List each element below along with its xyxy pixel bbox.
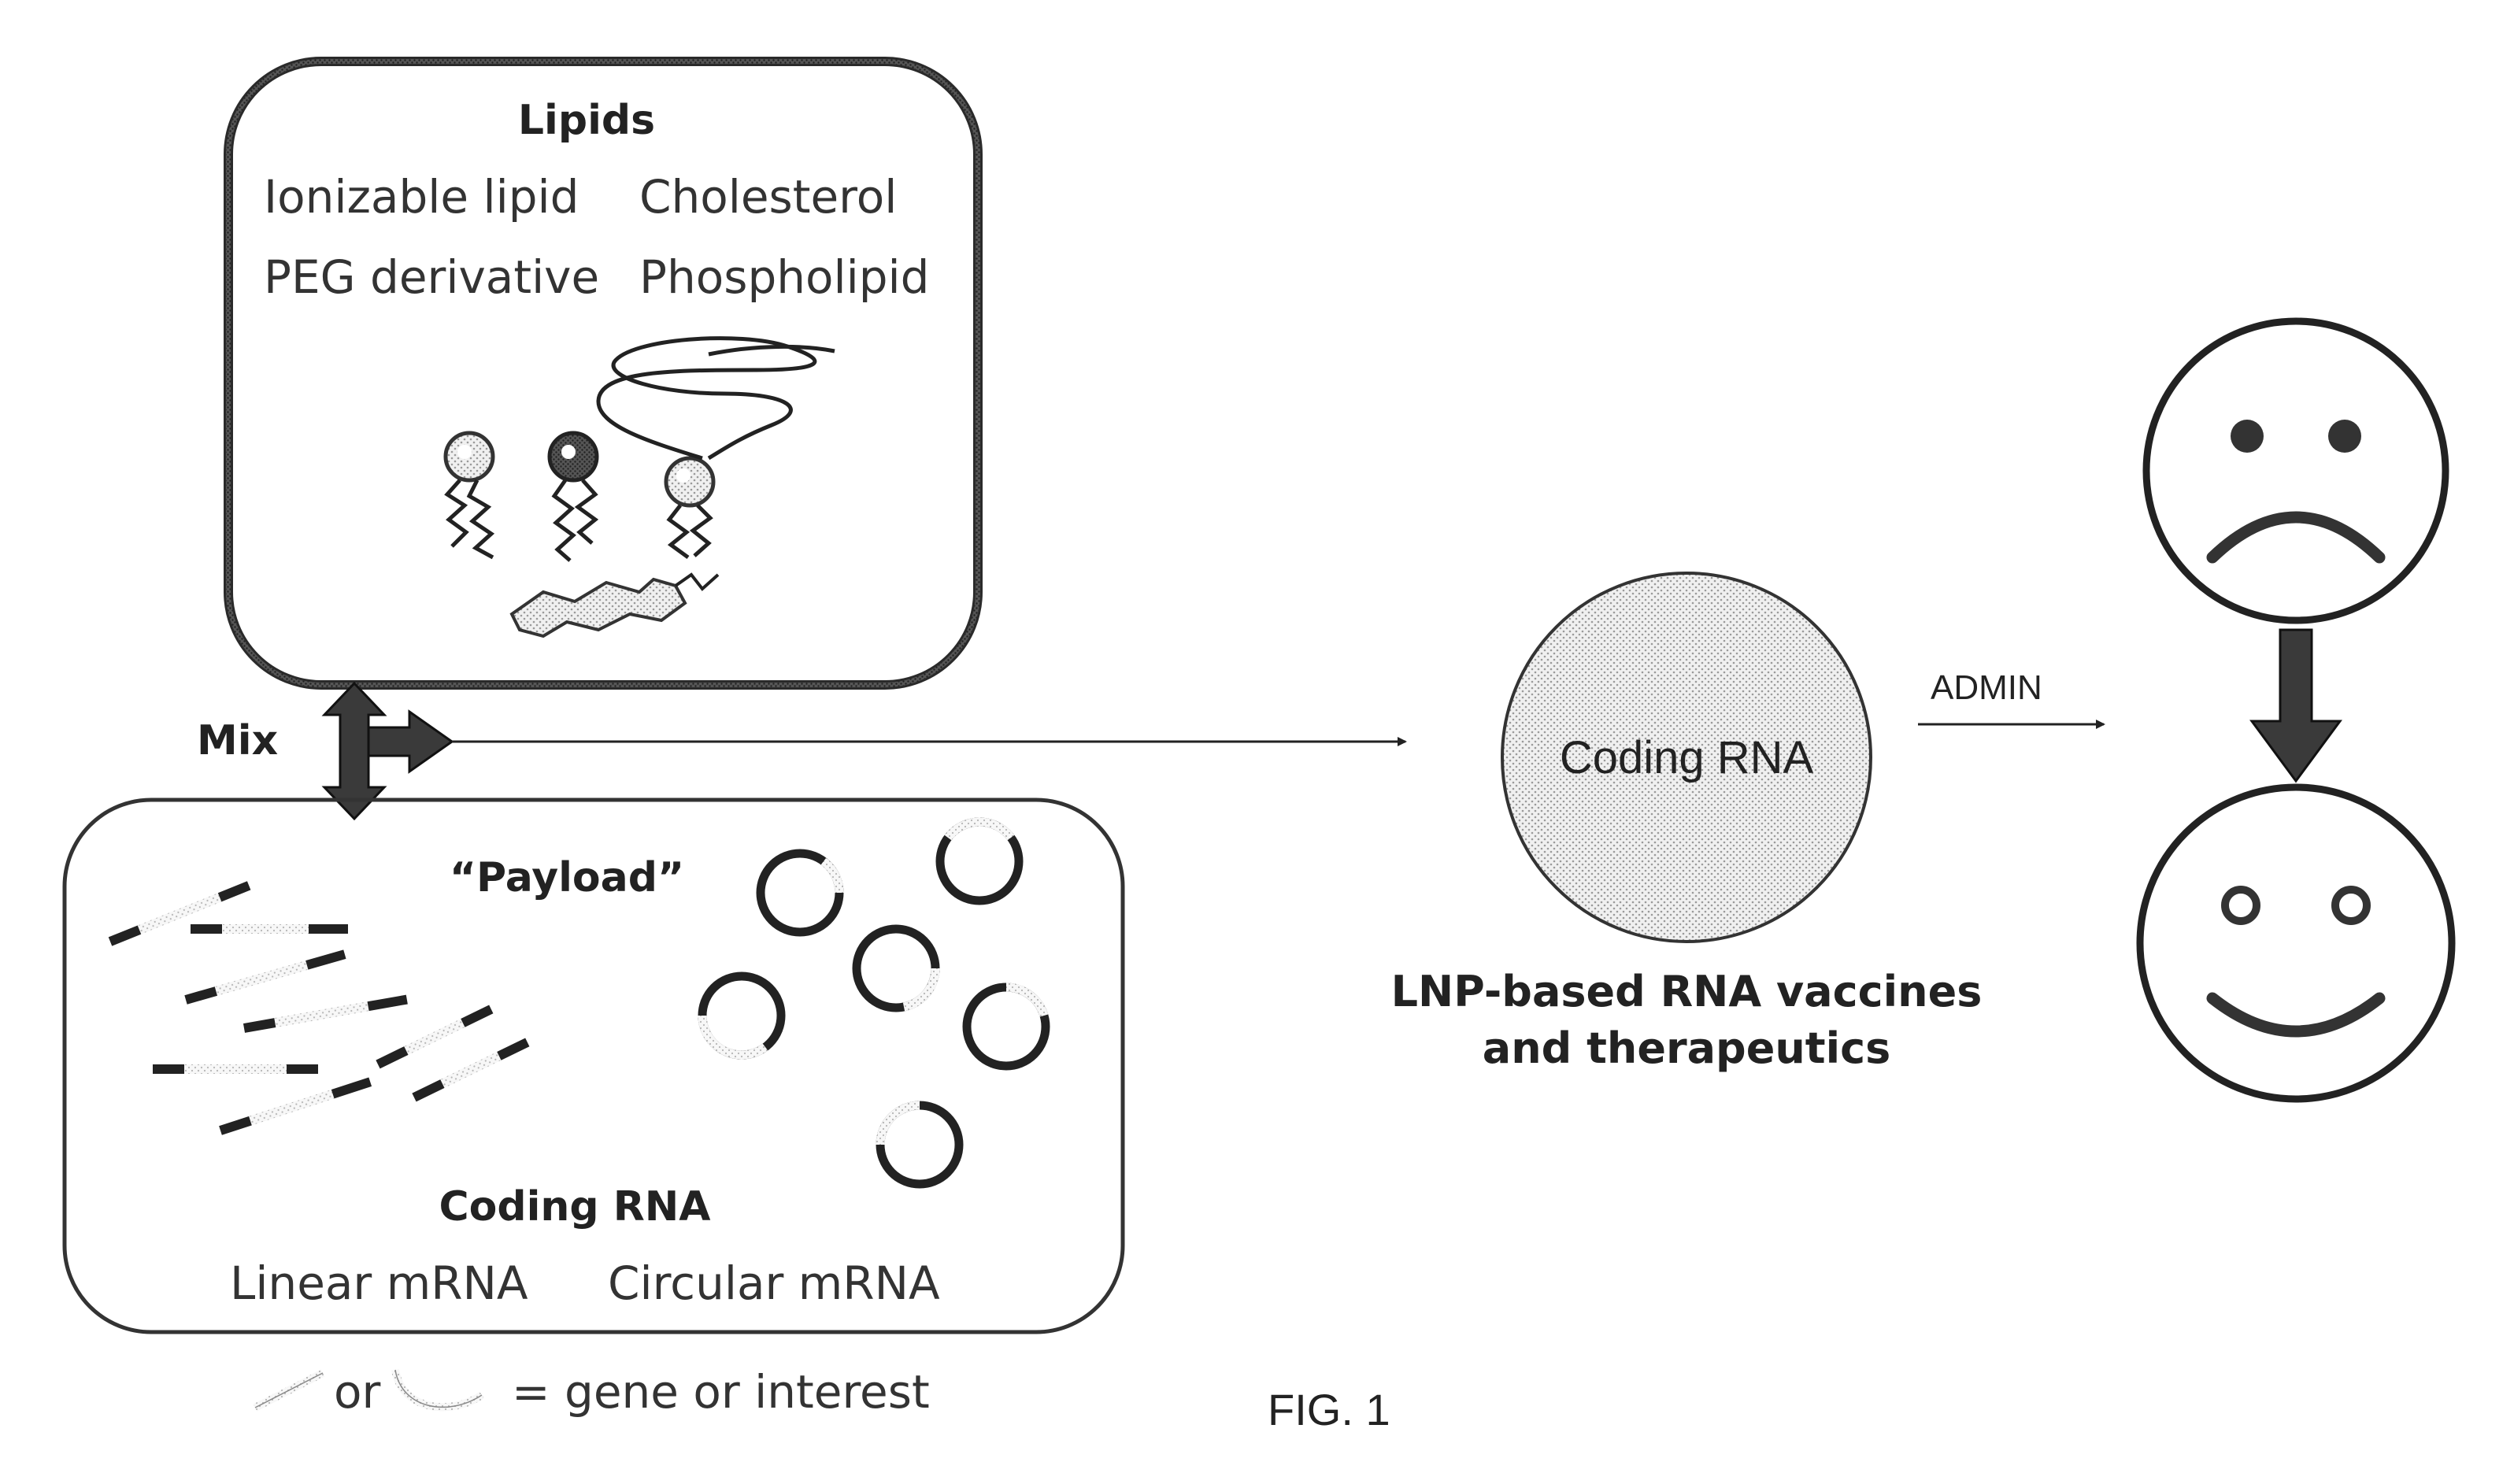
lipid-peg-label: PEG derivative — [264, 250, 599, 304]
linear-mrna-label: Linear mRNA — [230, 1256, 528, 1310]
payload-subtitle: Coding RNA — [439, 1183, 710, 1230]
lnp-caption-line2: and therapeutics — [1483, 1023, 1890, 1073]
lnp-particle: Coding RNA LNP-based RNA vaccines and th… — [1391, 573, 1983, 1073]
lipids-title: Lipids — [518, 97, 655, 144]
legend: or = gene or interest — [255, 1365, 930, 1419]
linear-mrna-strands — [110, 886, 528, 1131]
lipid-ionizable-label: Ionizable lipid — [264, 170, 579, 224]
admin-arrow-group: ADMIN — [1918, 668, 2104, 724]
sad-face-icon — [2146, 321, 2446, 620]
ring-5 — [967, 987, 1046, 1066]
mix-right-arrow — [368, 712, 452, 772]
ring-6 — [880, 1105, 959, 1184]
improvement-down-arrow — [2252, 630, 2340, 781]
payload-title: “Payload” — [450, 854, 684, 901]
lnp-circle-label: Coding RNA — [1560, 732, 1814, 783]
admin-label: ADMIN — [1931, 668, 2042, 707]
legend-meaning: = gene or interest — [512, 1365, 930, 1419]
ring-2 — [940, 822, 1019, 901]
mix-label: Mix — [197, 717, 278, 764]
figure-label: FIG. 1 — [1268, 1385, 1390, 1434]
lipids-box: Lipids Ionizable lipid Cholesterol PEG d… — [228, 61, 978, 685]
happy-face-icon — [2140, 787, 2452, 1099]
ring-1 — [761, 853, 839, 932]
ring-3 — [857, 929, 935, 1008]
payload-box: “Payload” Coding RNA Linear mRNA Circula… — [65, 800, 1123, 1332]
ring-4 — [702, 976, 781, 1055]
legend-or: or — [334, 1365, 380, 1419]
circular-mrna-label: Circular mRNA — [608, 1256, 940, 1310]
lipid-phospholipid-label: Phospholipid — [639, 250, 929, 304]
circular-mrna-rings — [702, 822, 1046, 1184]
lipid-molecules-illustration — [446, 339, 835, 636]
lipid-cholesterol-label: Cholesterol — [639, 170, 897, 224]
lnp-caption-line1: LNP-based RNA vaccines — [1391, 967, 1983, 1016]
